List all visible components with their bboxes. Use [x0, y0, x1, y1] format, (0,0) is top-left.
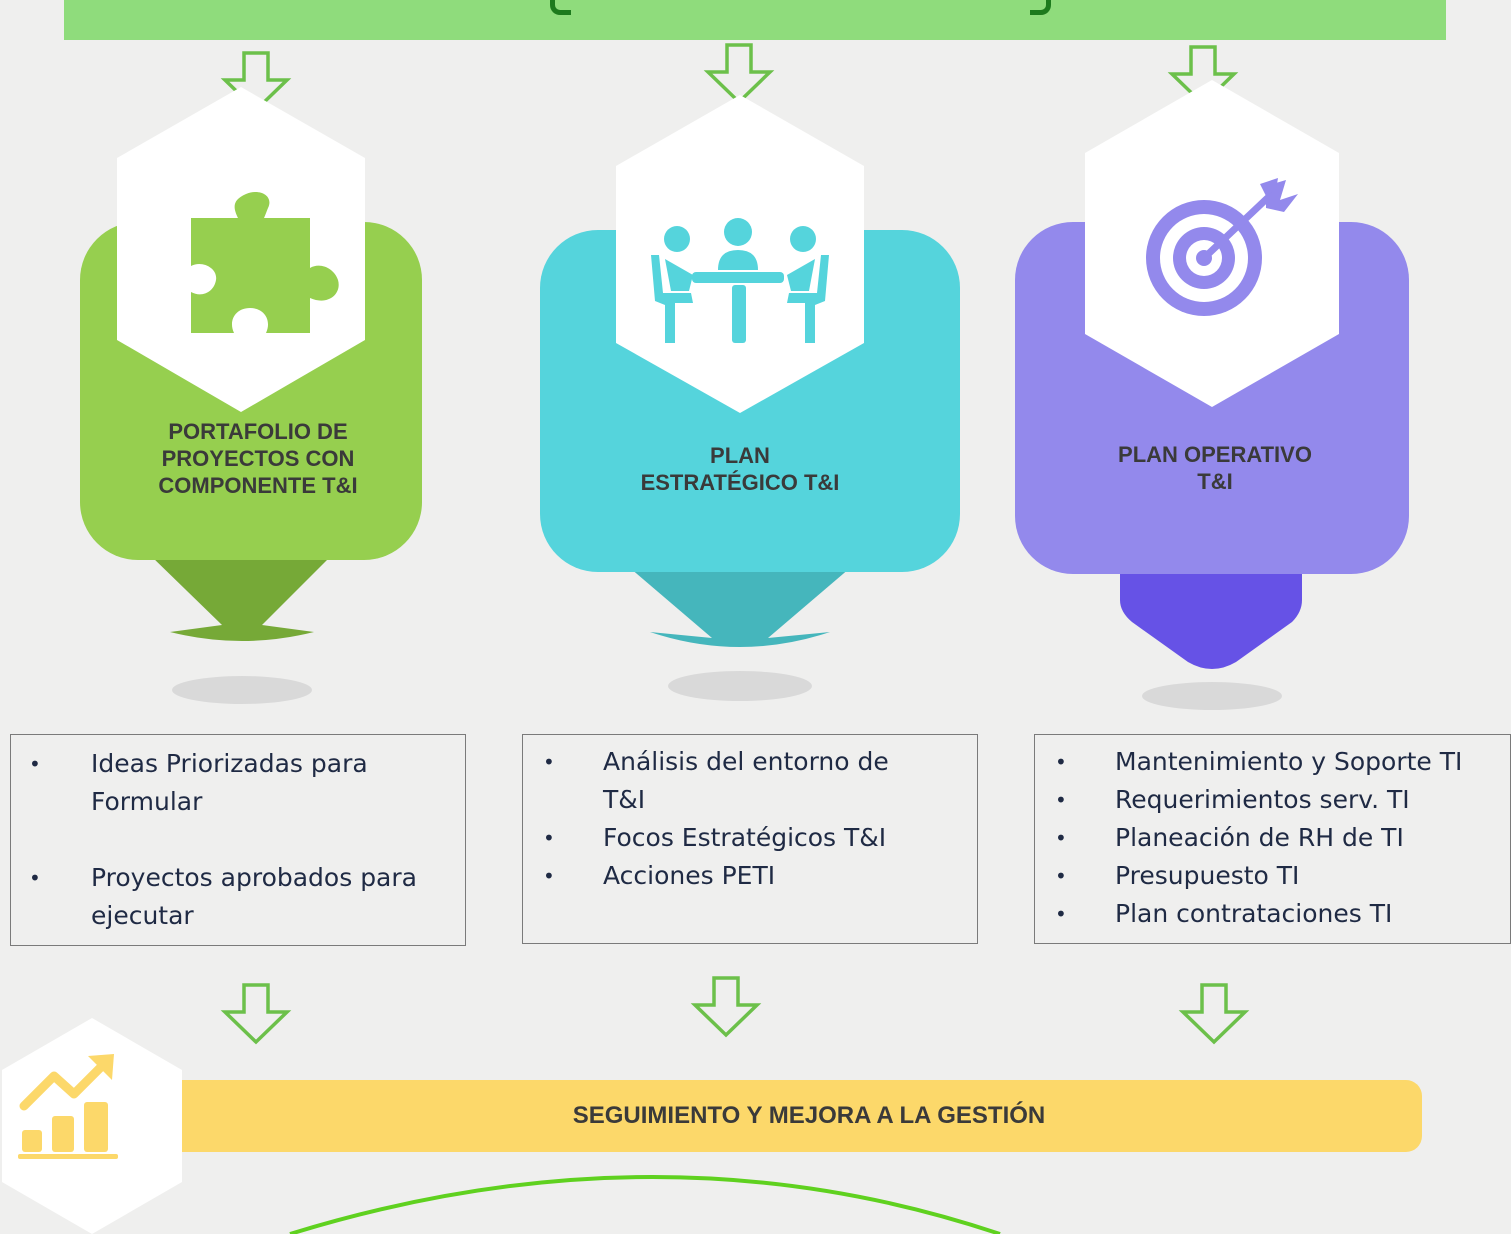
list-item-text: Focos Estratégicos T&I [603, 823, 887, 852]
list-item-text: Proyectos aprobados para ejecutar [91, 863, 417, 930]
list-item: • Mantenimiento y Soporte TI [1055, 747, 1463, 776]
list-item: • Ideas Priorizadas para Formular [29, 749, 368, 816]
list-item: • Requerimientos serv. TI [1055, 785, 1410, 814]
list-item-text: Presupuesto TI [1115, 861, 1300, 890]
list-item: • Acciones PETI [543, 861, 776, 890]
down-arrow-icon [220, 51, 292, 113]
list-box-portafolio: • Ideas Priorizadas para Formular • Proy… [10, 734, 466, 946]
down-arrow-icon [220, 983, 292, 1045]
card-title: PORTAFOLIO DE PROYECTOS CON COMPONENTE T… [158, 419, 358, 498]
list-item-text: Ideas Priorizadas para Formular [91, 749, 368, 816]
top-banner [64, 0, 1446, 40]
seguimiento-bar: SEGUIMIENTO Y MEJORA A LA GESTIÓN [180, 1080, 1422, 1152]
list-item-text: Planeación de RH de TI [1115, 823, 1404, 852]
bottom-arc [289, 1175, 1001, 1234]
target-icon [1146, 178, 1298, 316]
card-plan-estrategico-shape [540, 95, 960, 701]
down-arrow-icon [703, 43, 775, 105]
list-box-plan-estrategico: • Análisis del entorno de T&I • Focos Es… [522, 734, 978, 944]
list-item-text: Requerimientos serv. TI [1115, 785, 1410, 814]
list-item: • Plan contrataciones TI [1055, 899, 1393, 928]
card-plan-operativo-shape [1015, 80, 1409, 710]
list-item-text: Análisis del entorno de T&I [603, 747, 889, 814]
top-banner-bracket-right [1030, 0, 1051, 15]
top-banner-bracket-left [550, 0, 571, 15]
down-arrow-icon [1178, 983, 1250, 1045]
list-item-text: Plan contrataciones TI [1115, 899, 1393, 928]
card-portafolio-shape [80, 87, 422, 704]
card-title: PLAN ESTRATÉGICO T&I [640, 443, 840, 495]
list-item: • Focos Estratégicos T&I [543, 823, 887, 852]
list-item: • Presupuesto TI [1055, 861, 1300, 890]
list-item-text: Mantenimiento y Soporte TI [1115, 747, 1463, 776]
list-item: • Planeación de RH de TI [1055, 823, 1404, 852]
list-item: • Proyectos aprobados para ejecutar [29, 863, 417, 930]
list-item: • Análisis del entorno de T&I [543, 747, 889, 814]
growth-chart-icon [18, 1054, 118, 1159]
list-box-plan-operativo: • Mantenimiento y Soporte TI • Requerimi… [1034, 734, 1511, 944]
list-item-text: Acciones PETI [603, 861, 776, 890]
down-arrow-icon [690, 976, 762, 1038]
meeting-icon [651, 218, 829, 343]
card-title: PLAN OPERATIVO T&I [1118, 442, 1312, 494]
seguimiento-label: SEGUIMIENTO Y MEJORA A LA GESTIÓN [572, 1102, 1046, 1129]
puzzle-icon [191, 191, 339, 333]
